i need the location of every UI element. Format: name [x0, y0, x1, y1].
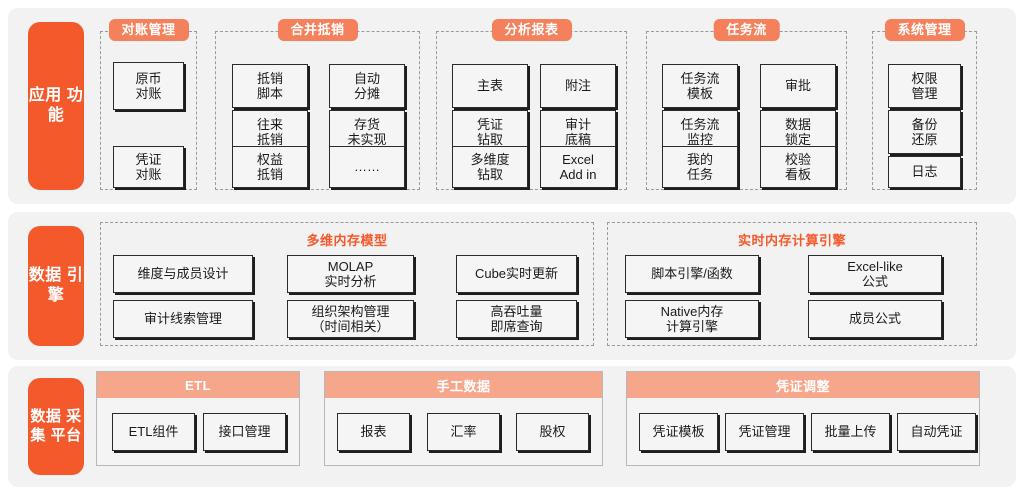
leaf-org-structure-management[interactable]: 组织架构管理 （时间相关） [287, 300, 414, 338]
group-realtime-memory-compute-engine: 实时内存计算引擎 [607, 222, 977, 346]
leaf-dimension-member-design[interactable]: 维度与成员设计 [113, 255, 253, 293]
leaf-equity[interactable]: 股权 [516, 413, 589, 451]
leaf-backup-restore[interactable]: 备份 还原 [888, 110, 961, 154]
group-title-multidimensional-memory-model: 多维内存模型 [306, 233, 388, 248]
group-analysis-reports: 分析报表 [436, 19, 627, 190]
group-title-analysis-reports: 分析报表 [491, 19, 572, 41]
leaf-etl-component[interactable]: ETL组件 [112, 413, 195, 451]
leaf-excel-like-formula[interactable]: Excel-like 公式 [808, 255, 942, 293]
group-title-system-management: 系统管理 [884, 19, 965, 41]
leaf-original-currency-reconciliation[interactable]: 原币 对账 [113, 62, 184, 110]
group-title-task-flow: 任务流 [713, 19, 780, 41]
leaf-elimination-script[interactable]: 抵销 脚本 [232, 64, 308, 108]
leaf-audit-trail-management[interactable]: 审计线索管理 [113, 300, 253, 338]
leaf-automatic-allocation[interactable]: 自动 分摊 [329, 64, 405, 108]
leaf-automatic-voucher[interactable]: 自动凭证 [897, 413, 976, 451]
leaf-exchange-rate[interactable]: 汇率 [427, 413, 500, 451]
leaf-high-throughput-adhoc-query[interactable]: 高吞吐量 即席查询 [456, 300, 577, 338]
leaf-interface-management[interactable]: 接口管理 [203, 413, 286, 451]
row-tab-data-engine: 数据 引擎 [28, 226, 84, 346]
leaf-native-memory-compute-engine[interactable]: Native内存 计算引擎 [625, 300, 759, 338]
leaf-member-formula[interactable]: 成员公式 [808, 300, 942, 338]
leaf-batch-upload[interactable]: 批量上传 [811, 413, 890, 451]
row-tab-data-collection-platform: 数据 采集 平台 [28, 378, 84, 475]
card-title-manual-data: 手工数据 [325, 372, 602, 398]
leaf-voucher-reconciliation[interactable]: 凭证 对账 [113, 146, 184, 188]
group-title-realtime-memory-compute-engine: 实时内存计算引擎 [737, 233, 847, 248]
leaf-log[interactable]: 日志 [888, 156, 961, 188]
leaf-validation-dashboard[interactable]: 校验 看板 [760, 146, 836, 188]
card-title-etl: ETL [97, 372, 299, 398]
leaf-main-statement[interactable]: 主表 [452, 64, 528, 108]
leaf-equity-elimination[interactable]: 权益 抵销 [232, 146, 308, 188]
leaf-notes[interactable]: 附注 [540, 64, 616, 108]
group-title-consolidation-elimination: 合并抵销 [277, 19, 358, 41]
group-system-management: 系统管理 [872, 19, 977, 190]
group-task-flow: 任务流 [646, 19, 847, 190]
group-multidimensional-memory-model: 多维内存模型 [100, 222, 594, 346]
leaf-script-engine-functions[interactable]: 脚本引擎/函数 [625, 255, 759, 293]
leaf-cube-realtime-update[interactable]: Cube实时更新 [456, 255, 577, 293]
leaf-more-ellipsis[interactable]: …… [329, 146, 405, 188]
leaf-permission-management[interactable]: 权限 管理 [888, 64, 961, 108]
leaf-approval[interactable]: 审批 [760, 64, 836, 108]
leaf-molap-realtime-analysis[interactable]: MOLAP 实时分析 [287, 255, 414, 293]
leaf-multidimensional-drilldown[interactable]: 多维度 钻取 [452, 146, 528, 188]
group-reconciliation-management: 对账管理 [100, 19, 197, 190]
leaf-my-tasks[interactable]: 我的 任务 [662, 146, 738, 188]
group-title-reconciliation-management: 对账管理 [108, 19, 189, 41]
leaf-excel-add-in[interactable]: Excel Add in [540, 146, 616, 188]
card-title-voucher-adjustment: 凭证调整 [627, 372, 979, 398]
row-tab-application-functions: 应用 功能 [28, 22, 84, 190]
leaf-report[interactable]: 报表 [337, 413, 410, 451]
leaf-task-flow-template[interactable]: 任务流 模板 [662, 64, 738, 108]
leaf-voucher-template[interactable]: 凭证模板 [639, 413, 718, 451]
leaf-voucher-management[interactable]: 凭证管理 [725, 413, 804, 451]
group-consolidation-elimination: 合并抵销 [215, 19, 420, 190]
